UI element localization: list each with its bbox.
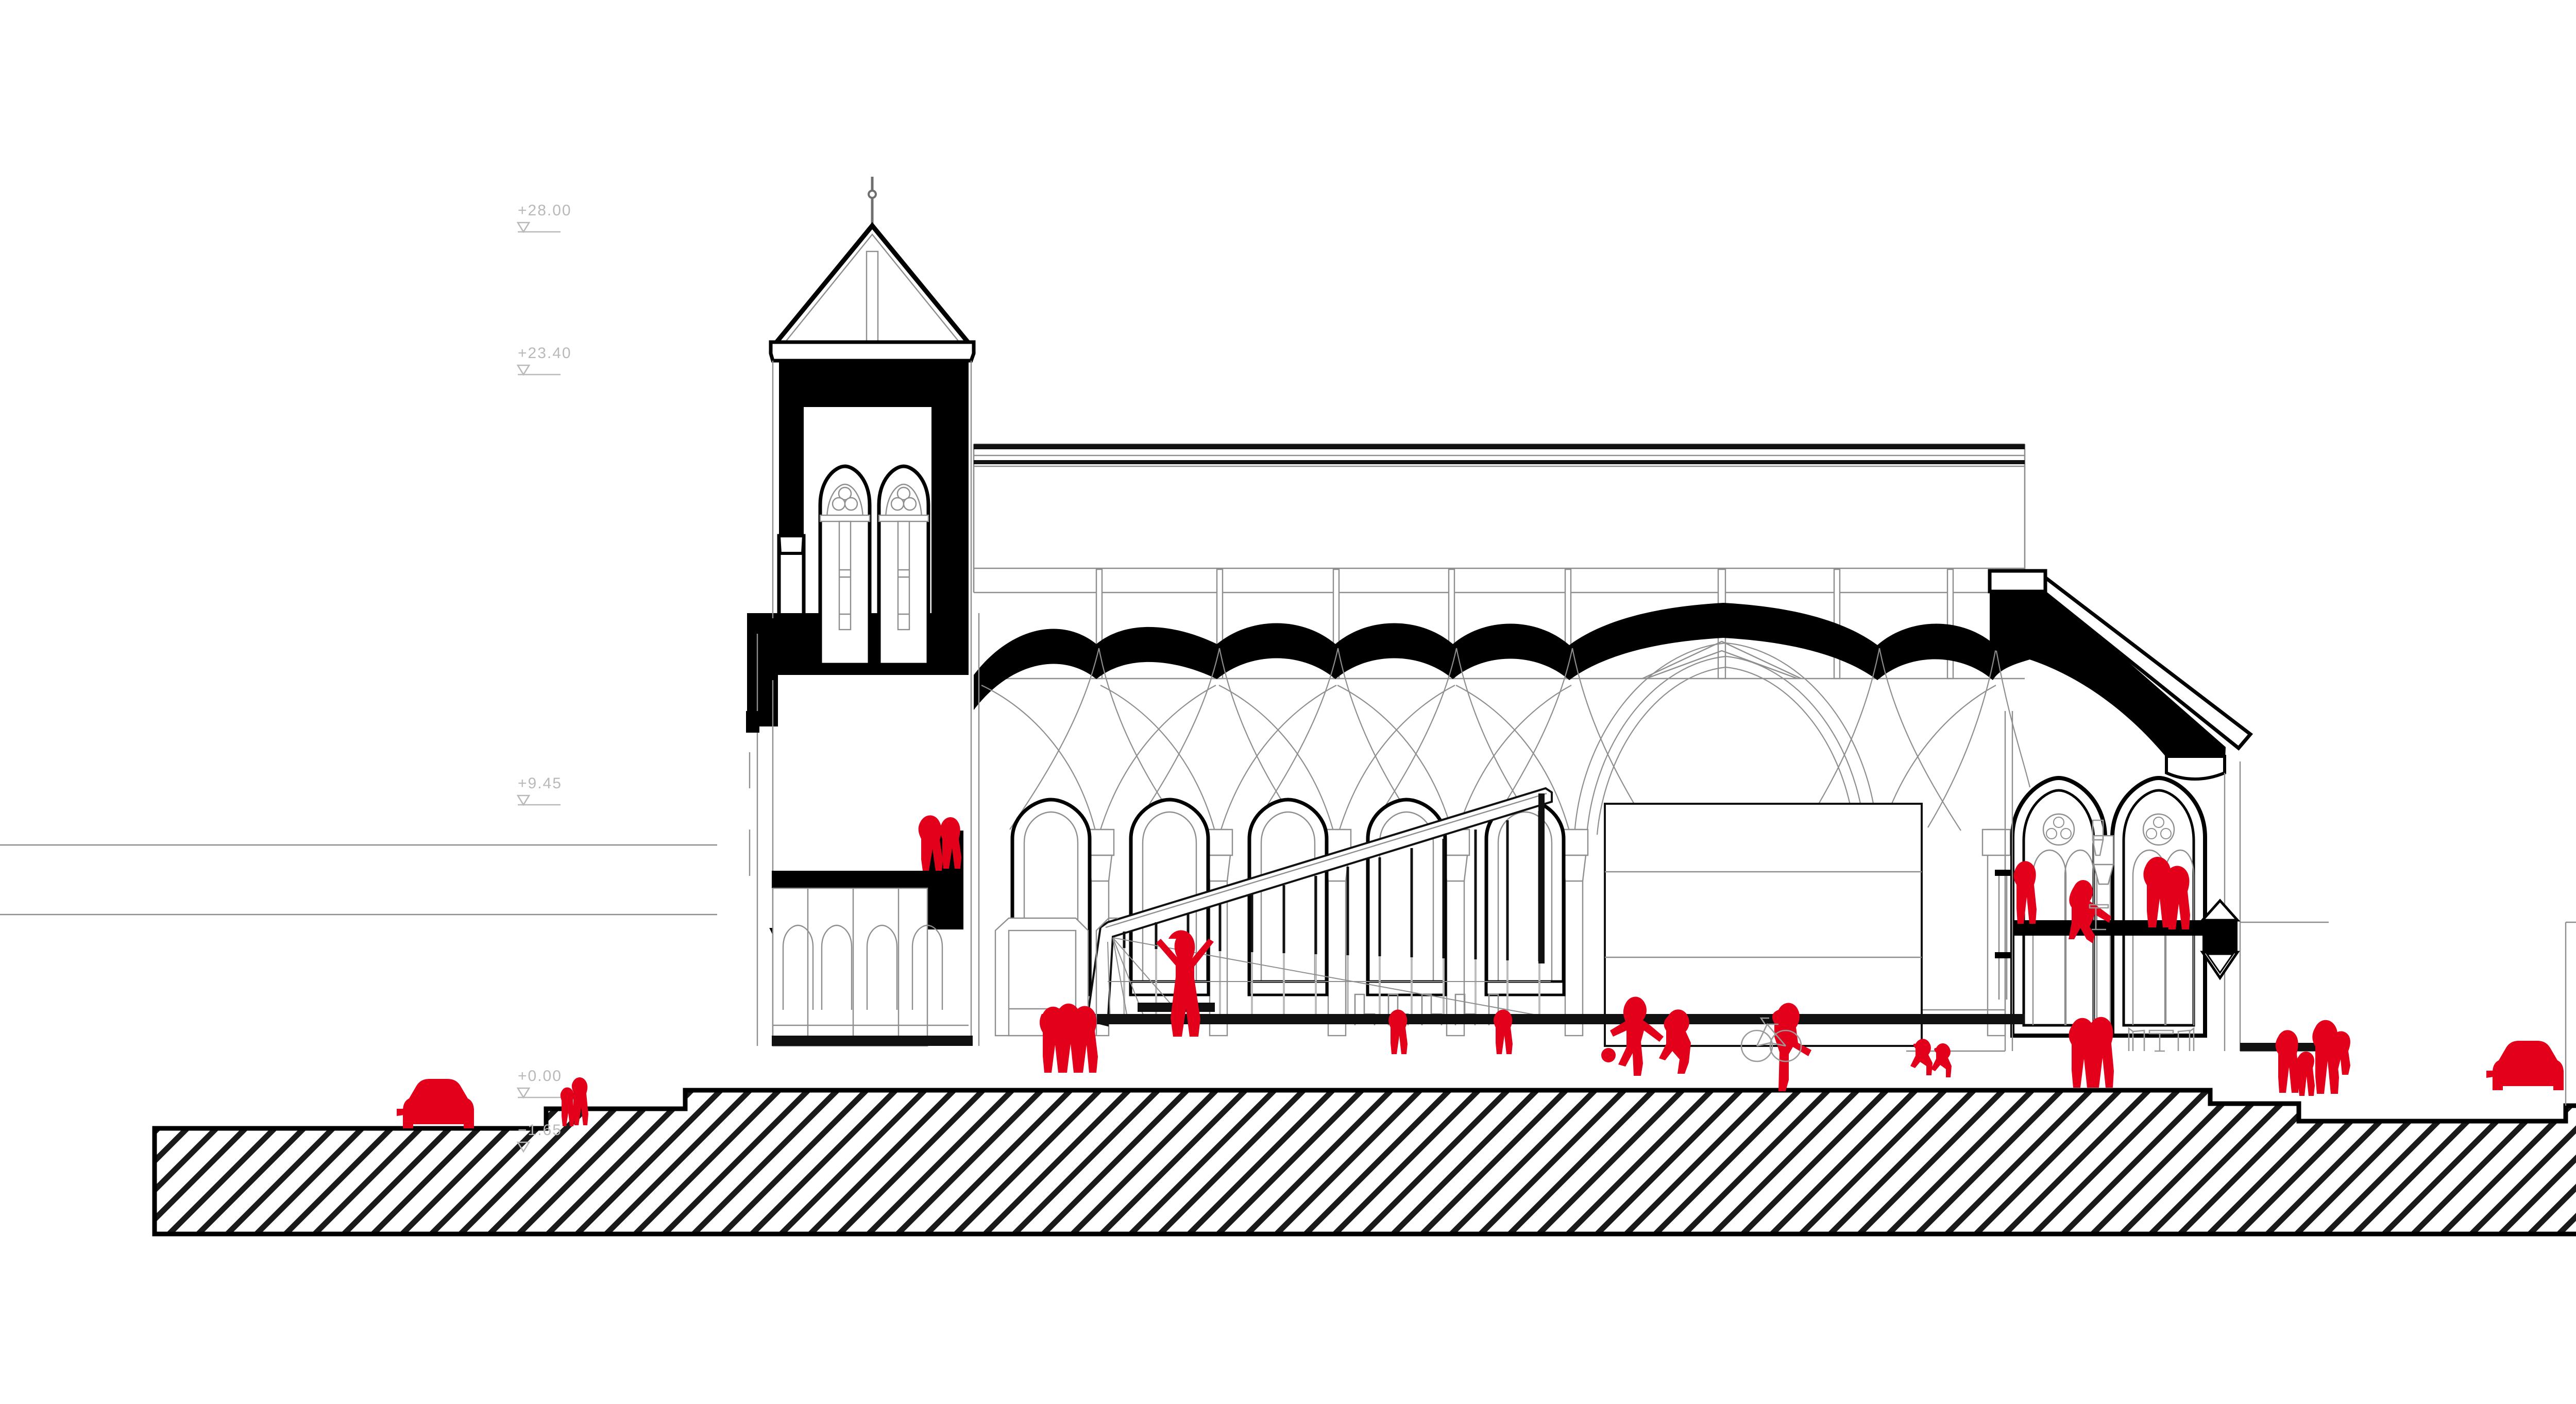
level-marker: +23.40 [516, 345, 572, 376]
belfry-window [877, 464, 930, 667]
level-marker-label: −1.65 [518, 1122, 562, 1139]
auditorium-box [1604, 803, 1923, 1047]
person-seated-1 [1388, 1009, 1408, 1054]
belfry-window [818, 464, 872, 667]
person-child-ball [1601, 996, 1664, 1076]
tower-base-slab [772, 1036, 973, 1046]
belfry-windows [818, 464, 930, 667]
person-group-entry [1039, 1003, 1098, 1073]
nave-ridge-cap [974, 444, 2025, 464]
person-pair-tower [918, 815, 961, 871]
apse-roof-poche [1988, 569, 2253, 781]
level-marker: +28.00 [516, 202, 572, 233]
nave-vault-poche [974, 603, 2030, 710]
level-marker: +9.45 [516, 775, 562, 806]
level-marker-label: +28.00 [518, 202, 572, 219]
person-balcony-seated [2069, 880, 2111, 943]
level-marker-label: +23.40 [518, 345, 572, 362]
left-context-edge [2565, 921, 2576, 1106]
people-silhouettes [560, 815, 2350, 1126]
right-mezzanine [1995, 870, 2241, 1000]
tower-spire [769, 177, 976, 363]
person-parent-child-left [560, 1077, 588, 1126]
level-marker-label: +0.00 [518, 1068, 562, 1085]
person-speaker [1156, 930, 1214, 1037]
furniture [1740, 819, 2195, 1062]
ground-terrain [152, 1088, 2576, 1237]
mezzanine-balustrade [1998, 871, 2008, 1000]
person-couple-mid [2069, 1017, 2114, 1088]
balcony-table [2089, 819, 2109, 931]
bicycle [1740, 1017, 1802, 1062]
person-balcony-couple [2143, 857, 2190, 929]
car-left [397, 1079, 474, 1128]
pier [1204, 828, 1233, 1037]
nave-outer-envelope [973, 443, 2026, 594]
tracery-window [2010, 775, 2107, 1038]
level-marker-label: +9.45 [518, 775, 562, 792]
person-balcony-stand [2013, 861, 2037, 924]
person-cyclist [1772, 1003, 1811, 1091]
level-marker: −1.65 [516, 1122, 562, 1153]
lancet-window [1484, 798, 1566, 996]
car-right [2486, 1041, 2564, 1090]
context-horizon-lines [0, 844, 717, 916]
tower-lower-wall [772, 887, 969, 1047]
person-child-crouch [1659, 1009, 1691, 1074]
person-seated-2 [1494, 1009, 1513, 1054]
level-marker: +0.00 [516, 1068, 562, 1099]
cafe-table-right [2128, 1027, 2195, 1052]
apse-tracery-windows [2010, 775, 2207, 1052]
person-family-right [2275, 1020, 2350, 1096]
king-post-truss [1642, 640, 1802, 680]
level-markers: +28.00 +23.40 +9.45 +0.00 −1.65 [516, 202, 572, 1153]
apse-outer-wall [2224, 762, 2329, 1052]
vehicles [397, 1041, 2564, 1128]
person-crouch-pair [1910, 1039, 1952, 1077]
